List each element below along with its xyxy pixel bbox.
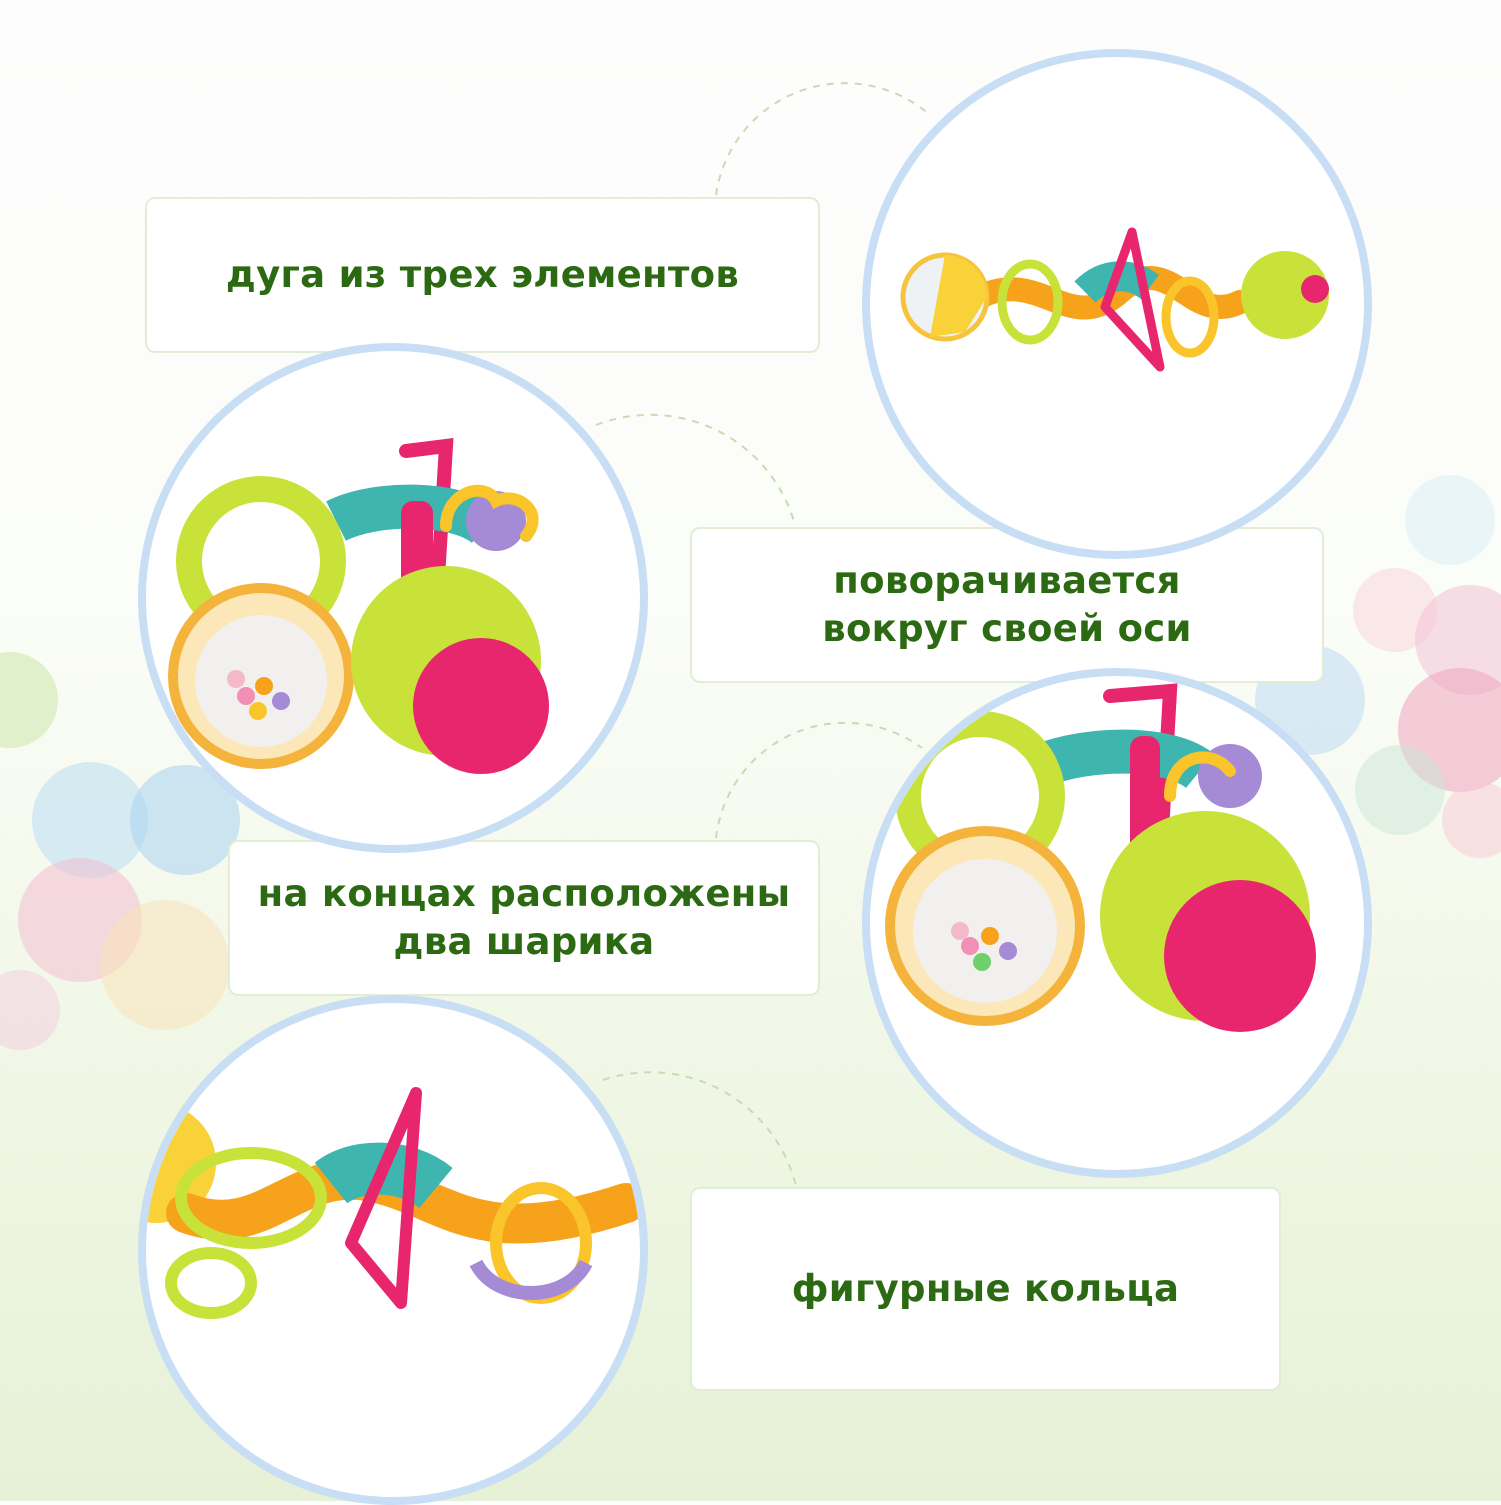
photo-toy-rings-closeup: [138, 995, 648, 1505]
caption-rotation-text: поворачивается вокруг своей оси: [822, 559, 1192, 650]
caption-card-rings: фигурные кольца: [690, 1187, 1281, 1391]
toy-rattle-rings-illustration: [146, 1087, 640, 1319]
caption-arc-text: дуга из трех элементов: [225, 253, 740, 296]
caption-balls-text: на концах расположены два шарика: [257, 872, 791, 963]
toy-rattle-balls-illustration: [168, 438, 549, 774]
caption-card-balls: на концах расположены два шарика: [228, 840, 820, 996]
photo-toy-side-view: [862, 49, 1372, 559]
caption-card-arc: дуга из трех элементов: [145, 197, 820, 353]
caption-rings-text: фигурные кольца: [791, 1267, 1180, 1310]
toy-rattle-balls-illustration-2: [885, 683, 1316, 1032]
photo-toy-balls-closeup-2: [862, 668, 1372, 1178]
toy-rattle-side-illustration: [900, 227, 1329, 372]
photo-toy-balls-closeup: [138, 343, 648, 853]
caption-card-rotation: поворачивается вокруг своей оси: [690, 527, 1324, 683]
